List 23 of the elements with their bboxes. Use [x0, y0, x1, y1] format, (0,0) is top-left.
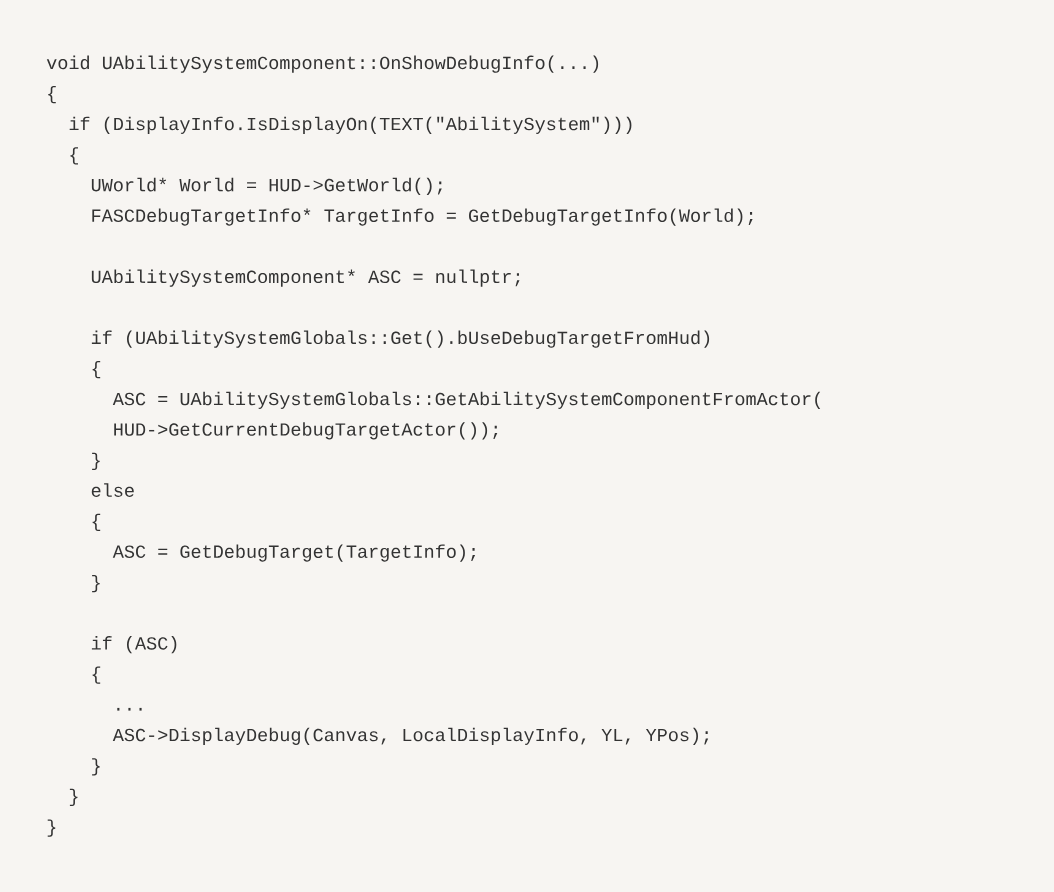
code-line: FASCDebugTargetInfo* TargetInfo = GetDebugTargetInfo(World); — [92, 208, 753, 226]
code-line: } — [92, 452, 100, 471]
code-line: ASC = UAbilitySystemGlobals::GetAbilitySystemComponentFromActor( — [112, 391, 821, 409]
code-line: { — [92, 361, 101, 379]
code-line: if (UAbilitySystemGlobals::Get().bUseDebugTargetFromHud) — [91, 330, 710, 348]
code-line: { — [92, 666, 101, 684]
code-line: } — [47, 819, 56, 837]
code-line: void UAbilitySystemComponent::OnShowDebugInfo(...) — [46, 55, 599, 73]
code-line: { — [92, 513, 101, 532]
code-line: } — [92, 758, 100, 776]
code-line: ... — [117, 707, 142, 711]
code-line: if (ASC) — [91, 636, 177, 654]
code-line: HUD->GetCurrentDebugTargetActor()); — [114, 422, 498, 440]
code-line: if (DisplayInfo.IsDisplayOn(TEXT("AbilitySystem"))) — [69, 116, 632, 134]
code-line: UWorld* World = HUD->GetWorld(); — [91, 177, 442, 196]
code-line: } — [69, 788, 78, 807]
code-line: } — [92, 575, 100, 593]
code-line: { — [70, 147, 78, 165]
code-line: ASC = GetDebugTarget(TargetInfo); — [112, 544, 476, 562]
code-line: else — [91, 483, 134, 497]
code-line: UAbilitySystemComponent* ASC = nullptr; — [91, 269, 520, 287]
code-line: ASC->DisplayDebug(Canvas, LocalDisplayInfo, YL, YPos); — [112, 727, 709, 745]
code-line: { — [48, 86, 56, 104]
